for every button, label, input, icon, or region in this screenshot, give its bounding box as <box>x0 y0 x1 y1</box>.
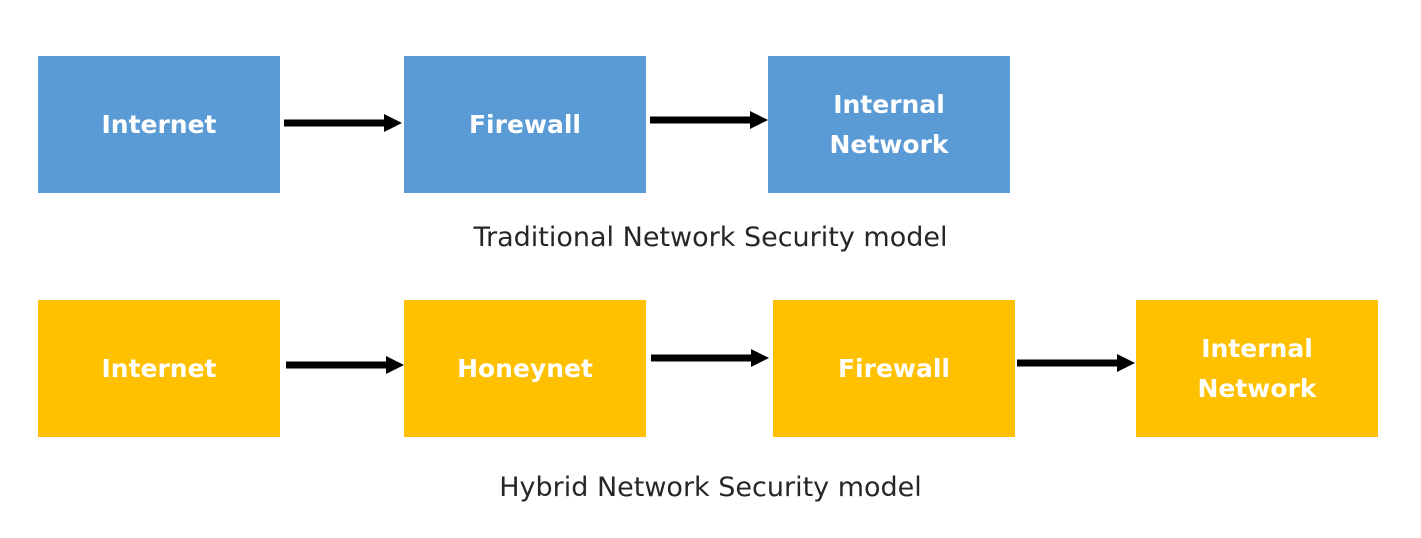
traditional-arrow-1 <box>284 114 402 132</box>
hybrid-node-internal-network: Internal Network <box>1136 300 1378 437</box>
hybrid-model-caption: Hybrid Network Security model <box>499 472 922 503</box>
hybrid-node-internet: Internet <box>38 300 280 437</box>
hybrid-node-firewall: Firewall <box>773 300 1015 437</box>
hybrid-arrow-2 <box>651 349 769 367</box>
hybrid-node-honeynet: Honeynet <box>404 300 646 437</box>
traditional-model-caption: Traditional Network Security model <box>473 222 948 253</box>
traditional-node-firewall: Firewall <box>404 56 646 193</box>
hybrid-arrow-3 <box>1017 354 1135 372</box>
traditional-arrow-2 <box>650 111 768 129</box>
traditional-node-internal-network: Internal Network <box>768 56 1010 193</box>
traditional-node-internet: Internet <box>38 56 280 193</box>
hybrid-arrow-1 <box>286 356 404 374</box>
